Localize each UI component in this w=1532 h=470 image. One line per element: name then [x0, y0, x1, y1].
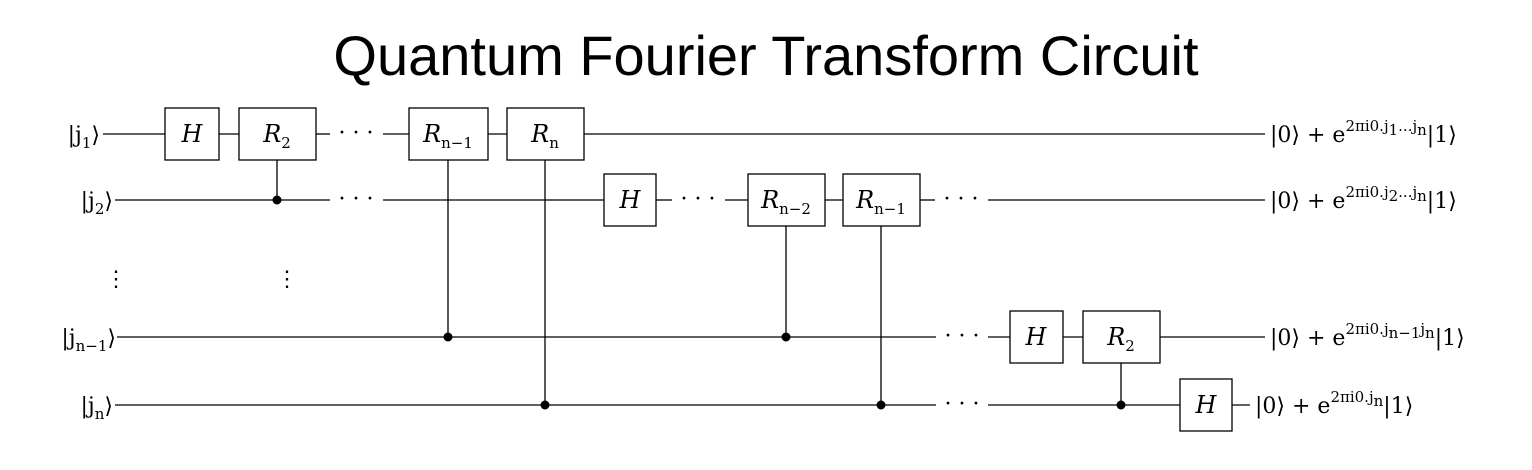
- gate-g1: H: [164, 107, 220, 161]
- input-labels: |j1⟩ |j2⟩ |jn−1⟩ |jn⟩: [61, 123, 116, 423]
- input-label-j1: |j1⟩: [68, 123, 100, 152]
- output-labels: |0⟩ + e2πi0.j1...jn|1⟩ |0⟩ + e2πi0.j2...…: [1255, 117, 1465, 419]
- svg-text:R2: R2: [1106, 323, 1135, 355]
- svg-text:H: H: [619, 186, 642, 214]
- gate-g5-label: H: [619, 186, 642, 214]
- diagram-title: Quantum Fourier Transform Circuit: [333, 24, 1199, 87]
- ellipsis-h: · · ·: [339, 121, 374, 146]
- control-dot: [443, 332, 453, 342]
- control-dot: [540, 400, 550, 410]
- output-label-jn-1: |0⟩ + e2πi0.jn−1jn|1⟩: [1270, 320, 1465, 351]
- gate-g10-label: H: [1195, 391, 1218, 419]
- svg-text:H: H: [1025, 323, 1048, 351]
- gate-g6: Rn−2: [747, 173, 826, 227]
- gate-g7: Rn−1: [842, 173, 921, 227]
- qubit-wires: [103, 133, 1265, 406]
- control-dot: [781, 332, 791, 342]
- gate-g4-label: R: [530, 120, 549, 148]
- gate-g5: H: [603, 173, 657, 227]
- gate-g7-label: R: [855, 186, 874, 214]
- svg-text:Rn−2: Rn−2: [760, 186, 811, 218]
- gate-g8-label: H: [1025, 323, 1048, 351]
- svg-text:Rn−1: Rn−1: [422, 120, 473, 152]
- svg-text:Rn: Rn: [530, 120, 559, 152]
- gate-g10: H: [1179, 378, 1233, 432]
- ellipsis-h: · · ·: [945, 324, 980, 349]
- vertical-ellipses: ⋮ ⋮: [105, 267, 298, 292]
- ellipsis-h: · · ·: [945, 392, 980, 417]
- ellipsis-v: ⋮: [105, 267, 127, 292]
- horizontal-ellipses: · · · · · · · · · · · · · · · · · ·: [339, 121, 980, 417]
- svg-text:R2: R2: [262, 120, 291, 152]
- gate-g9: R2: [1082, 310, 1161, 364]
- control-lines: [276, 160, 1122, 405]
- output-label-j2: |0⟩ + e2πi0.j2...jn|1⟩: [1270, 183, 1457, 214]
- gate-g3-label: R: [422, 120, 441, 148]
- input-label-jn: |jn⟩: [81, 394, 114, 423]
- input-label-jn-1: |jn−1⟩: [61, 326, 116, 355]
- control-dots: [272, 195, 1126, 410]
- ellipsis-h: · · ·: [339, 187, 374, 212]
- svg-text:Rn−1: Rn−1: [855, 186, 906, 218]
- control-dot: [876, 400, 886, 410]
- output-label-jn: |0⟩ + e2πi0.jn|1⟩: [1255, 388, 1413, 419]
- input-label-j2: |j2⟩: [81, 189, 113, 218]
- control-dot: [1116, 400, 1126, 410]
- gate-g2-label: R: [262, 120, 281, 148]
- gate-g2: R2: [238, 107, 317, 161]
- gate-g1-label: H: [181, 120, 204, 148]
- svg-text:H: H: [181, 120, 204, 148]
- gate-g8: H: [1009, 310, 1064, 364]
- gate-g6-label: R: [760, 186, 779, 214]
- gate-g3: Rn−1: [408, 107, 489, 161]
- gate-g9-label: R: [1106, 323, 1125, 351]
- gate-g4: Rn: [506, 107, 585, 161]
- control-dot: [272, 195, 282, 205]
- ellipsis-h: · · ·: [944, 187, 979, 212]
- output-label-j1: |0⟩ + e2πi0.j1...jn|1⟩: [1270, 117, 1457, 148]
- ellipsis-v: ⋮: [276, 267, 298, 292]
- svg-text:H: H: [1195, 391, 1218, 419]
- ellipsis-h: · · ·: [681, 187, 716, 212]
